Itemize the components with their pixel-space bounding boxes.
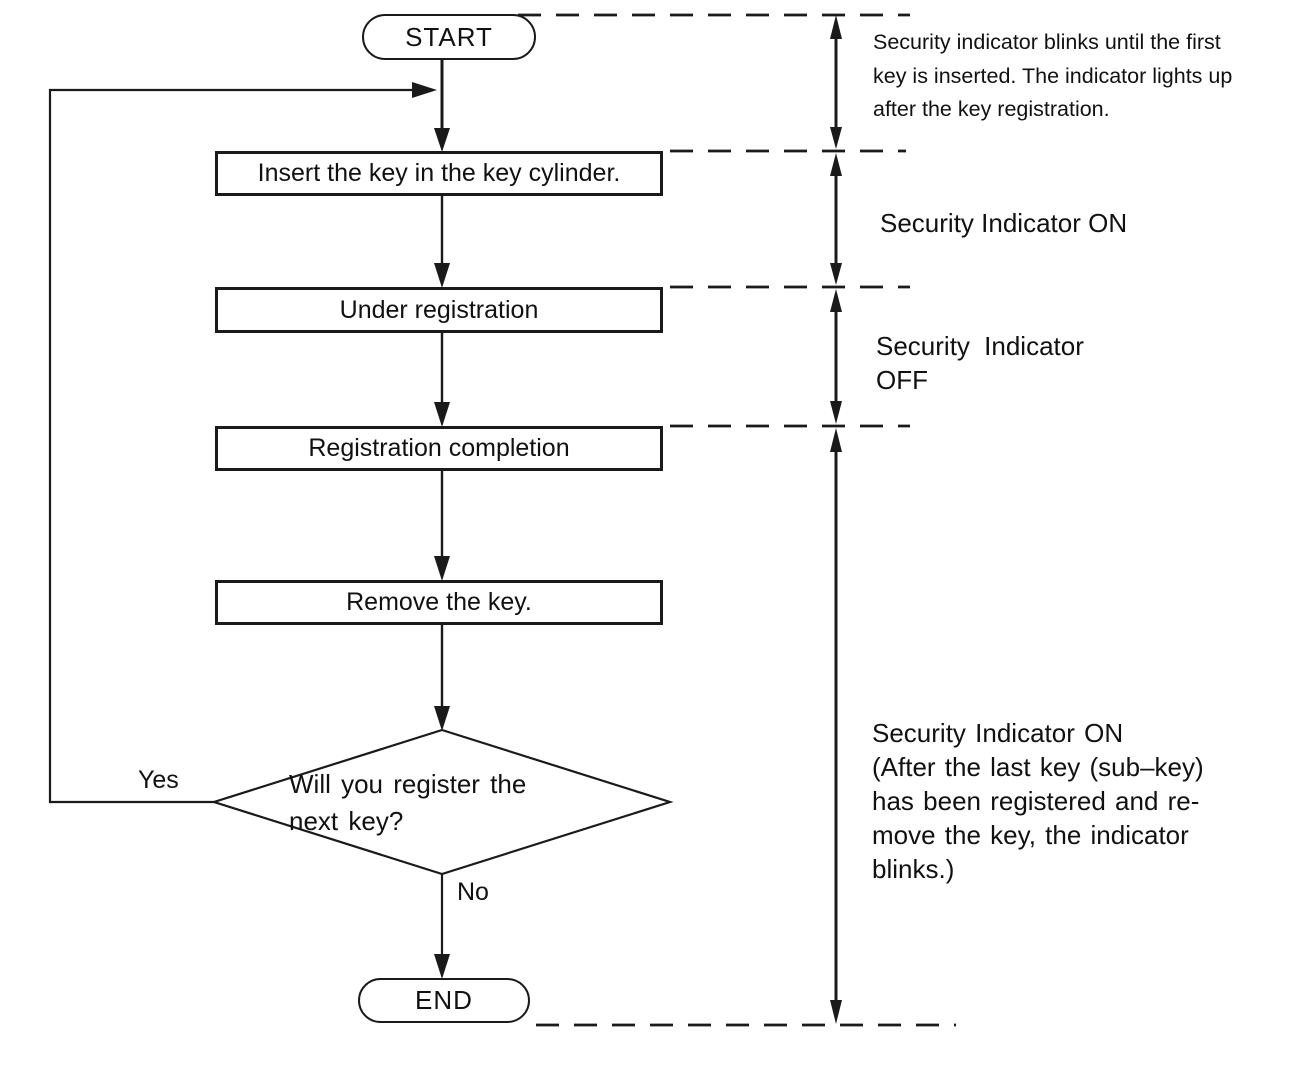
process-box-under-registration: Under registration <box>215 287 663 333</box>
decision-label-line2: next key? <box>289 806 404 836</box>
yes-loop-line <box>48 88 414 804</box>
annotation-indicator-on: Security Indicator ON <box>880 208 1128 238</box>
start-label: START <box>405 21 493 52</box>
annotation-indicator-off-line1: Security Indicator <box>876 331 1084 361</box>
process-label-remove-key: Remove the key. <box>346 588 532 616</box>
annotation-indicator-on-after-line2: (After the last key (sub–key) <box>872 752 1204 782</box>
arrowhead-into-decision <box>434 706 450 731</box>
process-label-under-registration: Under registration <box>339 295 539 324</box>
arrowhead-into-completion <box>434 402 450 427</box>
branch-label-no: No <box>457 878 489 906</box>
measure-arrow-up-1 <box>830 15 842 39</box>
process-label-registration-completion: Registration completion <box>308 434 570 462</box>
branch-label-yes: Yes <box>138 766 179 794</box>
annotation-indicator-off: Security Indicator OFF <box>876 329 1084 397</box>
measure-arrow-up-2 <box>830 153 842 176</box>
arrowhead-into-under <box>434 263 450 288</box>
process-box-insert-key: Insert the key in the key cylinder. <box>215 151 663 196</box>
process-label-insert-key: Insert the key in the key cylinder. <box>257 159 621 187</box>
end-node: END <box>358 978 530 1023</box>
annotation-blink-note-line2: key is inserted. The indicator lights up <box>873 63 1233 88</box>
arrowhead-into-insert <box>434 128 450 152</box>
measure-arrow-down-2 <box>830 263 842 285</box>
annotation-indicator-on-after-line1: Security Indicator ON <box>872 718 1124 748</box>
annotation-indicator-on-after-line3: has been registered and re- <box>872 786 1200 816</box>
measure-arrow-down-3 <box>830 401 842 424</box>
annotation-indicator-off-line2: OFF <box>876 365 928 395</box>
arrowhead-into-remove <box>434 556 450 581</box>
annotation-indicator-on-after-line4: move the key, the indicator <box>872 820 1189 850</box>
annotation-blink-note-line3: after the key registration. <box>873 97 1110 121</box>
start-node: START <box>362 14 536 60</box>
measure-arrow-down-1 <box>830 127 842 149</box>
annotation-blink-note: Security indicator blinks until the firs… <box>873 26 1232 127</box>
annotation-blink-note-line1: Security indicator blinks until the firs… <box>873 30 1221 54</box>
measure-arrow-up-4 <box>830 428 842 452</box>
process-box-remove-key: Remove the key. <box>215 580 663 625</box>
process-box-registration-completion: Registration completion <box>215 426 663 471</box>
decision-diamond <box>210 728 674 876</box>
decision-label-line1: Will you register the <box>289 769 527 799</box>
arrowhead-into-end <box>434 954 450 979</box>
measure-arrow-up-3 <box>830 289 842 312</box>
annotation-indicator-on-after: Security Indicator ON (After the last ke… <box>872 716 1204 886</box>
decision-label: Will you register the next key? <box>289 766 526 840</box>
end-label: END <box>415 985 473 1015</box>
arrowhead-loop-into-column <box>412 82 437 98</box>
measure-arrow-down-4 <box>830 1000 842 1024</box>
annotation-indicator-on-after-line5: blinks.) <box>872 854 955 884</box>
